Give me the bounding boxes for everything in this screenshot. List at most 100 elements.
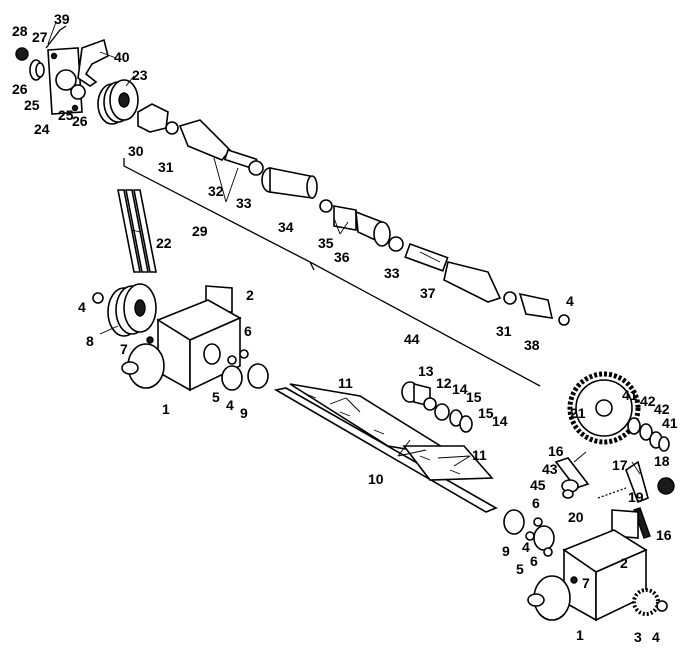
input-shaft <box>527 593 545 607</box>
leader <box>397 439 411 457</box>
part-label: 18 <box>654 453 670 469</box>
pulley-hub <box>134 299 146 317</box>
spring-19 <box>597 487 627 499</box>
belt <box>117 189 141 273</box>
bar-detail <box>373 429 385 435</box>
snap-ring-33 <box>248 160 264 176</box>
washer-4 <box>92 292 104 304</box>
part-label: 24 <box>34 121 50 137</box>
part-label: 3 <box>634 629 642 645</box>
leader <box>99 51 117 59</box>
spring-39 <box>45 25 67 49</box>
part-label: 28 <box>12 23 28 39</box>
leader <box>437 455 471 459</box>
leader <box>573 451 587 463</box>
part-label: 4 <box>78 299 86 315</box>
part-label: 6 <box>532 495 540 511</box>
hub-9 <box>503 509 525 535</box>
leader <box>453 455 471 467</box>
input-shaft <box>121 361 139 375</box>
plate-bolt <box>50 52 58 60</box>
bracket-tick <box>309 261 315 271</box>
knife-bar-10 <box>273 387 498 513</box>
coupler-5 <box>221 365 243 391</box>
leader <box>213 157 227 203</box>
leader <box>99 325 119 335</box>
part-label: 42 <box>640 393 656 409</box>
cover-plate-2 <box>611 509 639 539</box>
center-small-parts <box>401 381 473 433</box>
cross-31 <box>165 121 179 135</box>
bearing-hub <box>55 69 77 91</box>
part-label: 6 <box>244 323 252 339</box>
part-label: 4 <box>566 293 574 309</box>
leader <box>339 221 349 235</box>
part-label: 14 <box>452 381 468 397</box>
part-label: 8 <box>86 333 94 349</box>
part-label: 9 <box>502 543 510 559</box>
right-gearbox <box>503 509 668 622</box>
cross-31b <box>503 291 517 305</box>
belt <box>133 189 157 273</box>
spacer-25 <box>70 84 86 100</box>
part-label: 23 <box>132 67 148 83</box>
part-label: 14 <box>492 413 508 429</box>
pulley-hub <box>118 92 130 108</box>
part-label: 26 <box>12 81 28 97</box>
bearing-14 <box>434 403 450 421</box>
washer-4 <box>656 600 668 612</box>
plate-bolt <box>71 104 79 112</box>
leader <box>225 167 239 203</box>
part-label: 27 <box>32 29 48 45</box>
part-label: 4 <box>226 397 234 413</box>
part-label: 38 <box>524 337 540 353</box>
part-label: 12 <box>436 375 452 391</box>
part-label: 2 <box>246 287 254 303</box>
part-label: 17 <box>612 457 628 473</box>
part-label: 16 <box>548 443 564 459</box>
bracket-40 <box>77 38 109 87</box>
part-label: 40 <box>114 49 130 65</box>
leader <box>431 257 441 263</box>
bar-detail <box>449 469 461 475</box>
part-label: 15 <box>466 389 482 405</box>
sprocket-18 <box>657 477 675 495</box>
bracket-29 <box>123 158 311 263</box>
yoke-38 <box>518 292 554 319</box>
washer-12 <box>423 397 437 411</box>
bearing-plate-assembly <box>15 25 109 115</box>
bar-11b <box>402 445 494 481</box>
washer-27 <box>35 62 45 78</box>
yoke-37 <box>443 261 502 303</box>
bar-detail <box>419 455 431 461</box>
part-label: 13 <box>418 363 434 379</box>
nut-4 <box>558 314 570 326</box>
part-label: 1 <box>162 401 170 417</box>
sprocket-21 <box>567 371 670 452</box>
part-label: 2 <box>620 555 628 571</box>
nut-28 <box>15 47 29 61</box>
part-label: 32 <box>208 183 224 199</box>
part-label: 22 <box>156 235 172 251</box>
bolt-6 <box>227 355 237 365</box>
bolt-6 <box>543 547 553 557</box>
bar-detail <box>305 393 317 399</box>
part-label: 43 <box>542 461 558 477</box>
part-label: 26 <box>72 113 88 129</box>
ring-41b <box>658 436 670 452</box>
bracket-44 <box>309 261 541 387</box>
part-label: 21 <box>570 405 586 421</box>
guard-end <box>306 175 318 199</box>
sprocket-3 <box>632 588 660 616</box>
part-label: 35 <box>318 235 334 251</box>
pulley-23 <box>97 79 139 125</box>
part-label: 25 <box>24 97 40 113</box>
part-label: 44 <box>404 331 420 347</box>
leader <box>397 449 427 457</box>
part-label: 16 <box>656 527 672 543</box>
part-label: 30 <box>128 143 144 159</box>
part-label: 29 <box>192 223 208 239</box>
